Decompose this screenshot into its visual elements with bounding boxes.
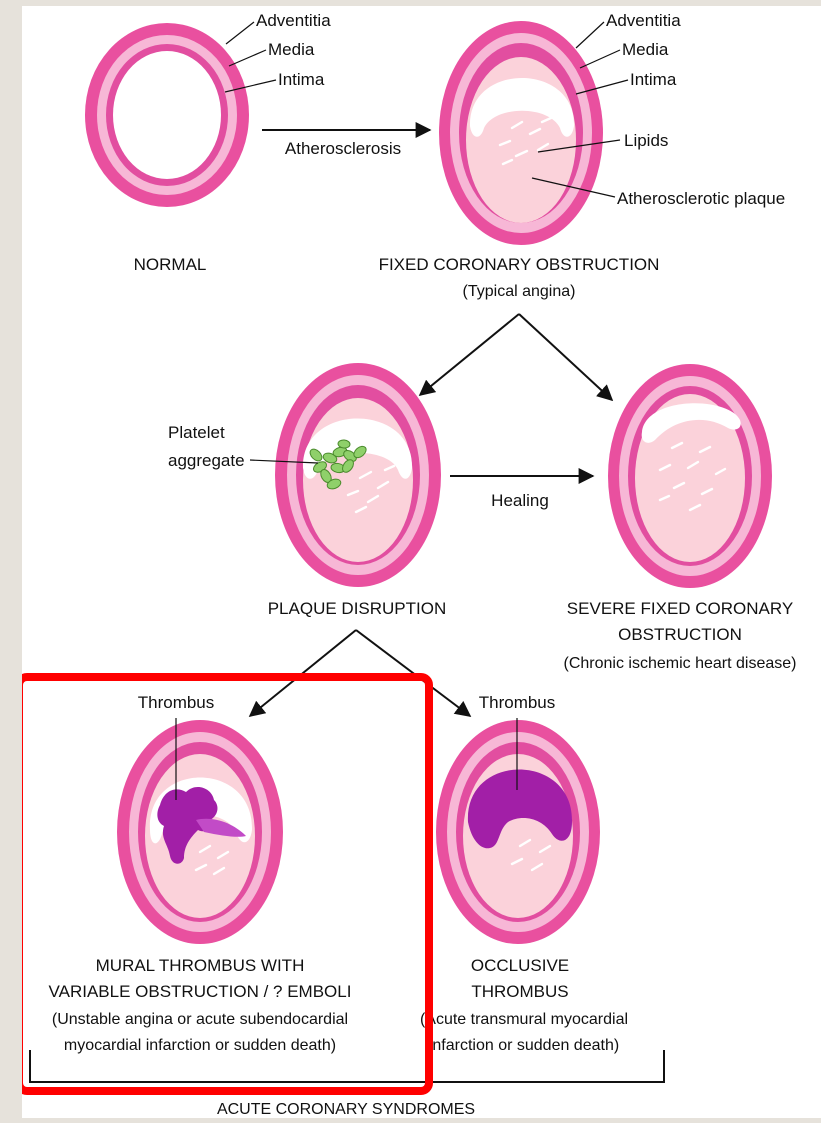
label-adventitia-fixed: Adventitia bbox=[606, 11, 681, 30]
vessel-normal bbox=[85, 23, 249, 207]
vessel-fixed-obstruction bbox=[439, 21, 603, 245]
caption-typical-angina: (Typical angina) bbox=[463, 283, 576, 300]
caption-severe-1: SEVERE FIXED CORONARY bbox=[567, 599, 793, 618]
caption-occlusive-sub2: infarction or sudden death) bbox=[429, 1037, 619, 1054]
figure-page: Adventitia Media Intima NORMAL Atheroscl… bbox=[22, 6, 821, 1118]
label-healing: Healing bbox=[491, 491, 549, 510]
caption-plaque-disruption: PLAQUE DISRUPTION bbox=[268, 599, 447, 618]
caption-chronic-ischemic: (Chronic ischemic heart disease) bbox=[564, 655, 797, 672]
caption-mural-sub2: myocardial infarction or sudden death) bbox=[64, 1037, 336, 1054]
label-intima-normal: Intima bbox=[278, 70, 325, 89]
label-thrombus-occlusive: Thrombus bbox=[479, 693, 556, 712]
label-media-fixed: Media bbox=[622, 40, 669, 59]
coronary-artery-diagram: Adventitia Media Intima NORMAL Atheroscl… bbox=[22, 6, 821, 1118]
vessel-occlusive-thrombus bbox=[436, 720, 600, 944]
label-media-normal: Media bbox=[268, 40, 315, 59]
caption-occlusive-1: OCCLUSIVE bbox=[471, 956, 569, 975]
arrow-to-severe bbox=[519, 314, 612, 400]
caption-fixed-obstruction: FIXED CORONARY OBSTRUCTION bbox=[379, 255, 660, 274]
label-lipids: Lipids bbox=[624, 131, 668, 150]
caption-mural-2: VARIABLE OBSTRUCTION / ? EMBOLI bbox=[49, 982, 352, 1001]
caption-severe-2: OBSTRUCTION bbox=[618, 625, 742, 644]
vessel-plaque-disruption bbox=[275, 363, 441, 587]
caption-occlusive-2: THROMBUS bbox=[471, 982, 568, 1001]
vessel-severe-obstruction bbox=[608, 364, 772, 588]
caption-mural-sub1: (Unstable angina or acute subendocardial bbox=[52, 1011, 348, 1028]
label-intima-fixed: Intima bbox=[630, 70, 677, 89]
label-adventitia-normal: Adventitia bbox=[256, 11, 331, 30]
caption-mural-1: MURAL THROMBUS WITH bbox=[96, 956, 305, 975]
caption-occlusive-sub1: (Acute transmural myocardial bbox=[420, 1011, 628, 1028]
label-platelet-1: Platelet bbox=[168, 423, 225, 442]
label-atherosclerosis: Atherosclerosis bbox=[285, 139, 401, 158]
label-atherosclerotic-plaque: Atherosclerotic plaque bbox=[617, 189, 785, 208]
caption-normal: NORMAL bbox=[134, 255, 207, 274]
caption-acute-coronary-syndromes: ACUTE CORONARY SYNDROMES bbox=[217, 1101, 475, 1118]
label-thrombus-mural: Thrombus bbox=[138, 693, 215, 712]
acs-bracket bbox=[30, 1050, 664, 1082]
vessel-mural-thrombus bbox=[117, 720, 283, 944]
label-platelet-2: aggregate bbox=[168, 451, 245, 470]
arrow-to-disruption bbox=[420, 314, 519, 395]
